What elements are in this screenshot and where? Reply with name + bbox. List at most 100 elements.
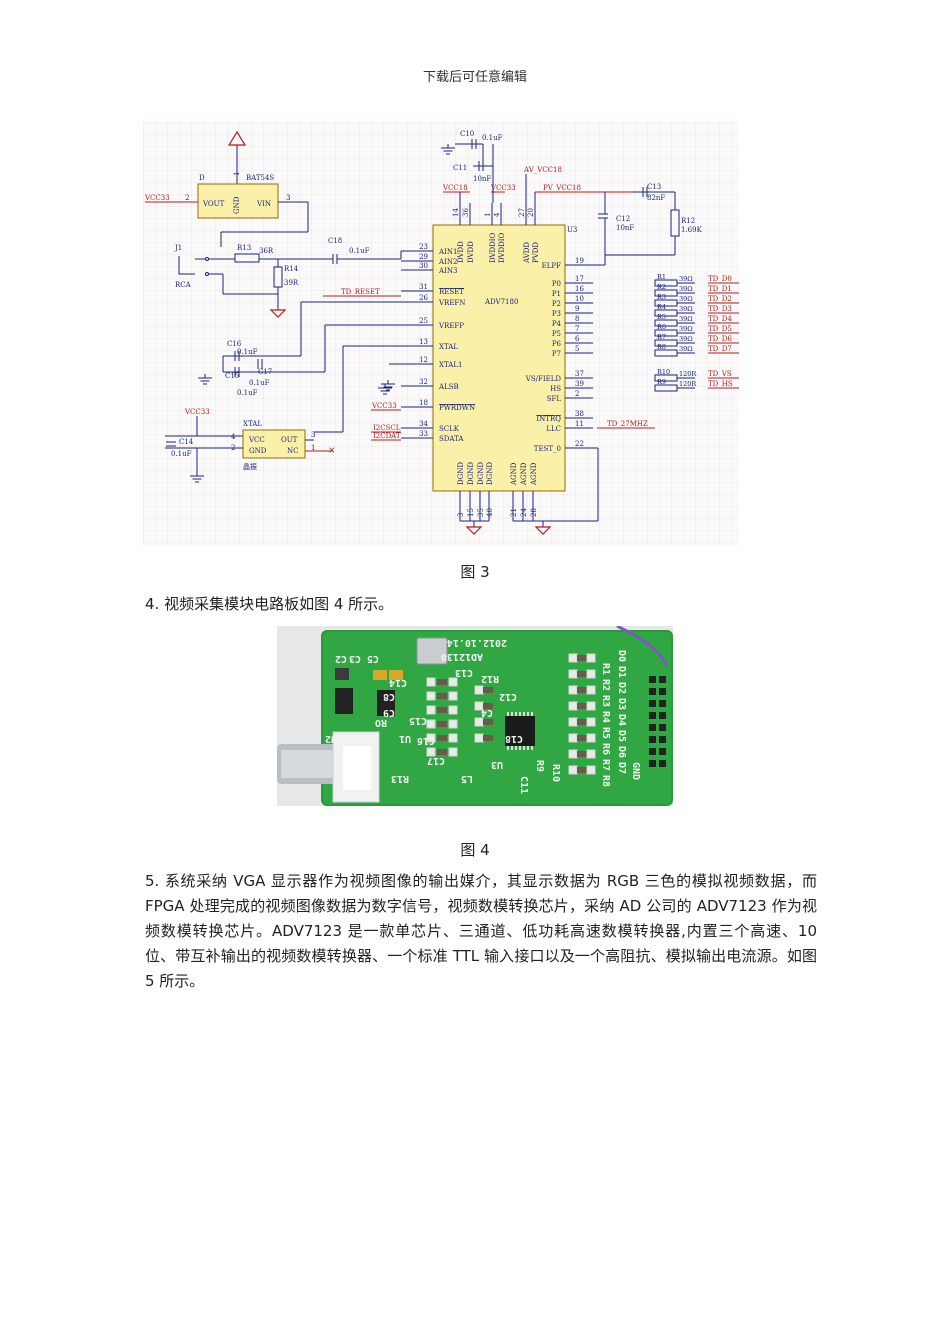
pin-label: GND [233, 196, 241, 214]
pin-label: AIN3 [438, 267, 457, 275]
resistor-value: 1.69K [681, 226, 703, 234]
pin-number: 25 [419, 317, 428, 325]
output-net-label: TD_HS [708, 380, 733, 388]
pin-label: XTAL [439, 343, 458, 351]
silkscreen-text: GND [630, 762, 641, 780]
header-pin [649, 700, 656, 707]
pin-label: ALSB [438, 383, 459, 391]
i2cscl-label: I2CSCL [373, 424, 401, 432]
pin-number: 9 [575, 305, 579, 313]
pin-number: 3 [286, 194, 290, 202]
pin-number: 31 [419, 283, 428, 291]
pin-label: SFL [547, 395, 562, 403]
cap-value: 10nF [616, 224, 634, 232]
silkscreen-text: R1 [600, 663, 611, 675]
silkscreen-text: D4 [616, 714, 627, 726]
pin-number: 17 [575, 275, 584, 283]
silkscreen-text: R2 [600, 679, 611, 691]
pin-label: VREFP [438, 322, 464, 330]
pin-number: 35 [477, 508, 485, 517]
ground-symbol [269, 309, 287, 318]
cap-ref: C16 [227, 340, 242, 348]
solder-pad [568, 701, 578, 711]
av-vcc18-label: AV_VCC18 [523, 166, 562, 174]
pin-number: 21 [510, 508, 518, 517]
vcc33-label: VCC33 [184, 408, 210, 416]
pin-number: 4 [493, 212, 501, 217]
ic-pin [507, 746, 509, 750]
pin-number: 14 [452, 208, 460, 217]
cap-value: 0.1uF [237, 389, 258, 397]
pcb-board-image: R1R2R3R4R5R6R7R8D0D1D2D3D4D5D6D72012.10.… [277, 626, 673, 806]
pin-label: P6 [552, 340, 562, 348]
resistor-value: 39Ω [679, 275, 693, 283]
solder-pad [474, 717, 484, 727]
resistor-ref: R14 [284, 265, 299, 273]
ic-pin [519, 746, 521, 750]
vcc33-label: VCC33 [144, 194, 170, 202]
resistor-ref: R12 [681, 217, 695, 225]
pv-vcc18-label: PV_VCC18 [543, 184, 581, 192]
solder-pad [474, 733, 484, 743]
rca-jack-face [281, 750, 333, 778]
silkscreen-text: U1 [399, 733, 411, 744]
pin-number: 10 [575, 295, 584, 303]
smd-component [437, 679, 447, 685]
solder-pad [568, 749, 578, 759]
resistor-ref: R8 [657, 343, 666, 351]
pin-label: PWRDWN [439, 404, 475, 412]
header-pin [659, 724, 666, 731]
output-net-label: TD_D0 [708, 275, 732, 283]
pin-number: 2 [575, 390, 579, 398]
solder-pad [568, 669, 578, 679]
smd-component [577, 719, 587, 725]
pin-number: 39 [575, 380, 584, 388]
solder-pad [586, 669, 596, 679]
pin-label: INTRQ [536, 415, 561, 423]
pin-number: 3 [457, 513, 465, 517]
cap-ref: C14 [179, 438, 194, 446]
header-pin [659, 712, 666, 719]
pin-number: 26 [419, 294, 428, 302]
ic-pin [527, 746, 529, 750]
smd-component [577, 687, 587, 693]
smd-component [437, 721, 447, 727]
pin-label: DGND [457, 462, 465, 485]
rca-connector [178, 256, 195, 275]
pin-number: 3 [311, 431, 315, 439]
pin-label: AIN1 [438, 248, 457, 256]
pin-label: DGND [486, 462, 494, 485]
resistor-ref: R6 [657, 323, 666, 331]
pin-label: VCC [248, 436, 265, 444]
silkscreen-text: C5 [367, 653, 379, 664]
solder-pad [586, 733, 596, 743]
output-net-label: TD_D6 [708, 335, 732, 343]
pin-number: 16 [575, 285, 584, 293]
bat54s-box [197, 183, 279, 219]
pin-number: 22 [575, 440, 584, 448]
pin-label: XTAL1 [439, 361, 462, 369]
crystal-ref: XTAL [243, 420, 262, 428]
pin-label: OUT [281, 436, 298, 444]
crystal-name: 晶振 [243, 462, 257, 471]
ic-pin [519, 712, 521, 716]
pin-number: 5 [575, 345, 579, 353]
pin-label: P1 [552, 290, 561, 298]
resistor-value: 39Ω [679, 325, 693, 333]
pin-label: DVDD [467, 241, 475, 263]
ic-pin [511, 746, 513, 750]
pin-label: AGND [510, 462, 518, 486]
ground-symbol [465, 526, 483, 535]
adv7180-ic [505, 716, 535, 746]
pin-number: 6 [575, 335, 580, 343]
header-pin [649, 736, 656, 743]
solder-pad [448, 747, 458, 757]
solder-pad [426, 677, 436, 687]
solder-pad [568, 733, 578, 743]
silkscreen-text: D7 [616, 762, 627, 774]
cap-value: 82nF [647, 194, 665, 202]
ground-symbol [534, 526, 552, 535]
pin-label: P2 [552, 300, 561, 308]
td-27mhz-label: TD_27MHZ [607, 420, 648, 428]
cap-ref: C11 [453, 164, 467, 172]
